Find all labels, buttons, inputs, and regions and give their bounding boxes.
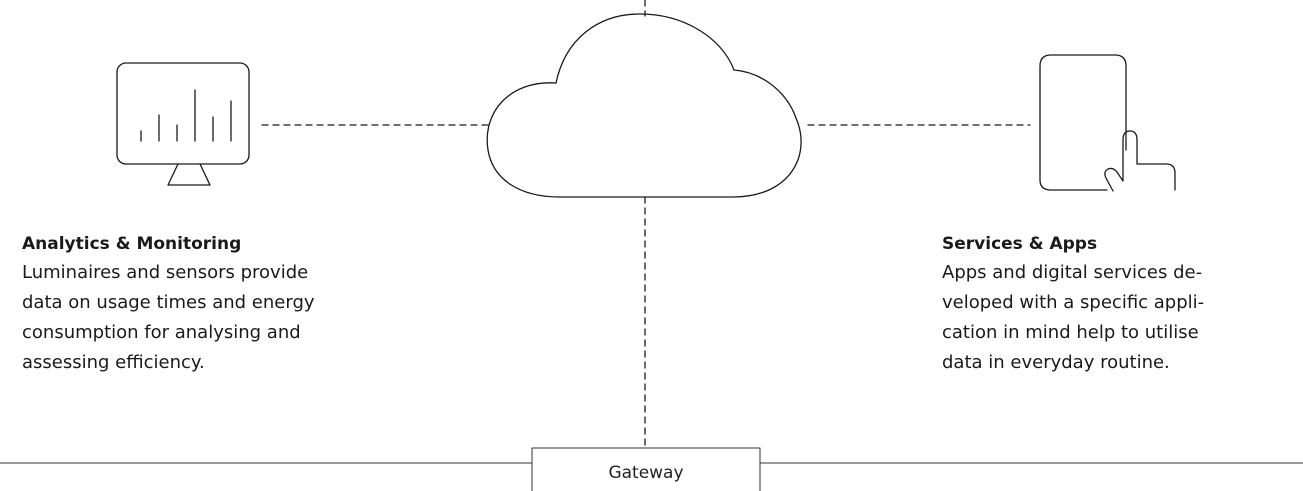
gateway-label: Gateway [608, 463, 684, 483]
services-description: Apps and digital services de- veloped wi… [942, 258, 1204, 378]
analytics-line-3: consumption for analysing and [22, 322, 301, 343]
services-title: Services & Apps [942, 234, 1098, 254]
analytics-description: Luminaires and sensors provide data on u… [22, 258, 315, 378]
analytics-monitoring-block: Analytics & Monitoring Luminaires and se… [22, 230, 315, 378]
analytics-title: Analytics & Monitoring [22, 234, 242, 254]
analytics-line-1: Luminaires and sensors provide [22, 262, 309, 283]
services-line-2: veloped with a specific appli- [942, 292, 1205, 313]
gateway-box [531, 447, 761, 491]
services-line-1: Apps and digital services de- [942, 262, 1203, 283]
analytics-line-4: assessing efficiency. [22, 352, 205, 373]
services-line-4: data in everyday routine. [942, 352, 1170, 373]
services-line-3: cation in mind help to utilise [942, 322, 1199, 343]
cloud-icon [486, 13, 802, 198]
monitor-chart-icon [116, 62, 250, 186]
services-apps-block: Services & Apps Apps and digital service… [942, 230, 1204, 378]
tablet-touch-icon [1039, 54, 1176, 192]
analytics-line-2: data on usage times and energy [22, 292, 315, 313]
